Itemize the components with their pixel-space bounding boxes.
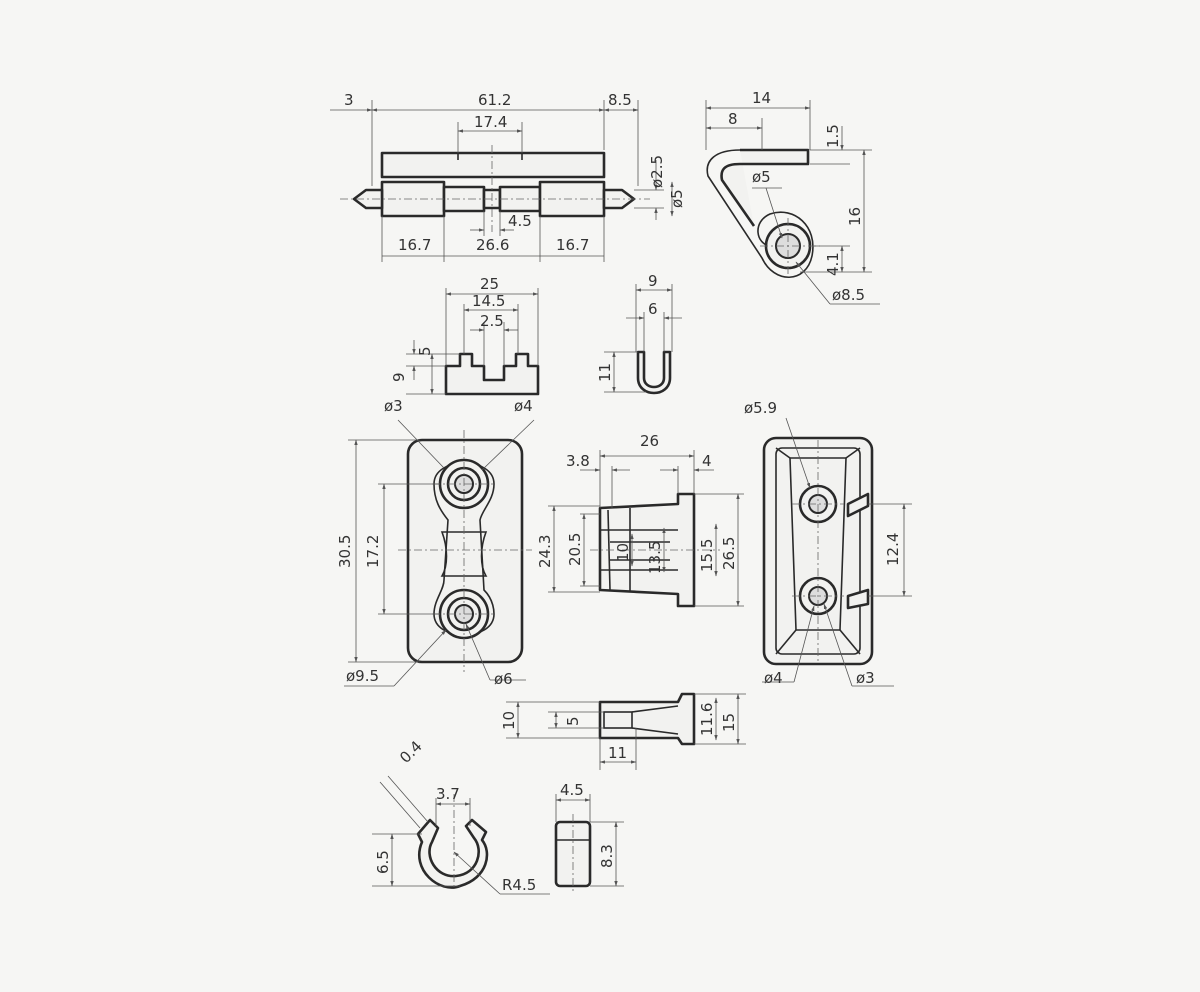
dim-bottom-h-mid: 11.6 [698,703,716,736]
dim-side-height: 16 [846,207,864,226]
dim-knuckle-diameter: ø5 [668,189,686,208]
dim-side-offset: 8 [728,110,738,128]
label-back-left-hole: ø4 [764,669,783,687]
dim-bottom-length: 11 [608,744,627,762]
bracket-back-view: 12.4 ø5.9 ø4 ø3 [744,399,912,687]
dim-uclip-height: 11 [596,363,614,382]
dim-center-slot: 17.4 [474,113,507,131]
bracket-side-view: 26 3.8 4 24.3 20.5 10 13.5 15.5 26.5 [536,432,744,608]
dim-h1: 24.3 [536,535,554,568]
dim-bottom-h-right: 15 [720,713,738,732]
dim-clip-width: 25 [480,275,499,293]
dim-eye-offset: 4.1 [824,252,842,276]
dim-bottom-h-left: 10 [500,711,518,730]
dim-outer-diameter: ø8.5 [832,286,865,304]
bracket-bottom-view: 10 5 11 11.6 15 [500,692,746,770]
clip-top-view: 25 14.5 2.5 5 9 ø3 ø4 [384,275,540,415]
dim-eye-diameter: ø5 [752,168,771,186]
dim-h5: 15.5 [698,539,716,572]
small-block-view: 4.5 8.3 [554,781,624,894]
u-clip-view: 9 6 11 [596,272,682,395]
hinge-side-view: 14 8 1.5 16 4.1 ø5 ø8.5 [705,89,880,305]
dim-h4: 13.5 [646,541,664,574]
dim-gap: 4.5 [508,212,532,230]
label-hole-diameter: ø6 [494,670,513,688]
label-clip-right-hole: ø4 [514,397,533,415]
dim-side-width: 14 [752,89,771,107]
label-back-right-hole: ø3 [856,669,875,687]
label-cbore-diameter: ø5.9 [744,399,777,417]
dim-right-tip: 8.5 [608,91,632,109]
base-plate-view: 30.5 17.2 ø9.5 ø6 [336,419,535,688]
dim-back-pitch: 12.4 [884,533,902,566]
dim-h2: 20.5 [566,533,584,566]
dim-clip-inner: 14.5 [472,292,505,310]
dim-h3: 10 [614,543,632,562]
dim-uclip-outer: 9 [648,272,658,290]
dim-step-left: 3.8 [566,452,590,470]
label-boss-diameter: ø9.5 [346,667,379,685]
hinge-front-view: 3 61.2 8.5 17.4 ø2.5 ø5 4.5 16.7 26.6 16… [330,91,686,262]
dim-left-leaf: 16.7 [398,236,431,254]
dim-spring-height: 6.5 [374,850,392,874]
dim-clip-notch: 5 [416,346,434,356]
dim-middle-leaf: 26.6 [476,236,509,254]
dim-spring-opening: 3.7 [436,785,460,803]
dim-bracket-length: 26 [640,432,659,450]
dim-clip-slot: 2.5 [480,312,504,330]
label-clip-left-hole: ø3 [384,397,403,415]
dim-spring-wire: 0.4 [396,737,426,767]
dim-uclip-inner: 6 [648,300,658,318]
dim-right-leaf: 16.7 [556,236,589,254]
spring-clip-view: 3.7 0.4 6.5 R4.5 [372,737,550,895]
dim-clip-height: 9 [390,372,408,382]
dim-spring-radius: R4.5 [502,876,536,894]
dim-pin-diameter: ø2.5 [648,155,666,188]
dim-overall-length: 61.2 [478,91,511,109]
dim-plate-height: 30.5 [336,535,354,568]
dim-left-tip: 3 [344,91,354,109]
dim-thickness: 1.5 [824,124,842,148]
dim-plate-pitch: 17.2 [364,535,382,568]
dim-block-height: 8.3 [598,844,616,868]
dim-h6: 26.5 [720,537,738,570]
dim-step-right: 4 [702,452,712,470]
dim-block-width: 4.5 [560,781,584,799]
dim-bottom-slot: 5 [564,716,582,726]
